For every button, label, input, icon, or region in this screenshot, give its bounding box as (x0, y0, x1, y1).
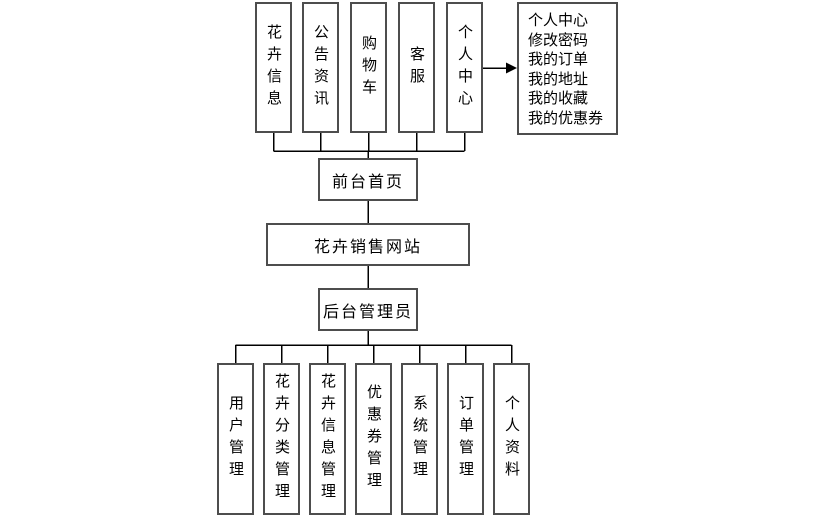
node-personal-center: 个人中心 (446, 2, 483, 133)
menu-item-my-favorites: 我的收藏 (528, 90, 589, 107)
node-announcement-news: 公告资讯 (302, 2, 339, 133)
node-label: 花卉销售网站 (313, 238, 422, 256)
node-admin: 后台管理员 (318, 288, 418, 331)
node-label: 客服 (408, 45, 425, 90)
node-customer-service: 客服 (398, 2, 435, 133)
node-shopping-cart: 购物车 (350, 2, 387, 133)
node-site-root: 花卉销售网站 (266, 223, 470, 266)
node-label: 订单管理 (457, 395, 474, 483)
node-personal-center-menu: 个人中心 修改密码 我的订单 我的地址 我的收藏 我的优惠券 (517, 2, 618, 135)
node-label: 用户管理 (227, 395, 244, 483)
node-user-management: 用户管理 (217, 363, 254, 515)
node-label: 购物车 (360, 34, 377, 101)
menu-item-my-coupons: 我的优惠券 (528, 109, 604, 127)
node-order-management: 订单管理 (447, 363, 484, 515)
node-label: 个人资料 (503, 395, 520, 483)
node-flower-info: 花卉信息 (255, 2, 292, 133)
node-flower-category-management: 花卉分类管理 (263, 363, 300, 515)
node-label: 花卉信息 (265, 23, 282, 112)
arrow-right-icon (483, 62, 517, 74)
node-personal-profile: 个人资料 (493, 363, 530, 515)
menu-item-my-address: 我的地址 (528, 70, 589, 88)
menu-item-personal-center: 个人中心 (528, 12, 589, 29)
node-front-home: 前台首页 (318, 158, 418, 201)
node-label: 前台首页 (331, 173, 404, 191)
node-label: 系统管理 (411, 395, 428, 483)
menu-item-change-password: 修改密码 (528, 31, 589, 49)
node-flower-info-management: 花卉信息管理 (309, 363, 346, 515)
node-label: 花卉分类管理 (273, 373, 290, 505)
node-label: 花卉信息管理 (319, 373, 336, 505)
node-coupon-management: 优惠券管理 (355, 363, 392, 515)
node-label: 后台管理员 (322, 303, 413, 321)
node-label: 个人中心 (456, 23, 473, 112)
node-system-management: 系统管理 (401, 363, 438, 515)
node-label: 优惠券管理 (365, 384, 382, 494)
menu-item-my-orders: 我的订单 (528, 51, 589, 68)
node-label: 公告资讯 (312, 23, 329, 112)
